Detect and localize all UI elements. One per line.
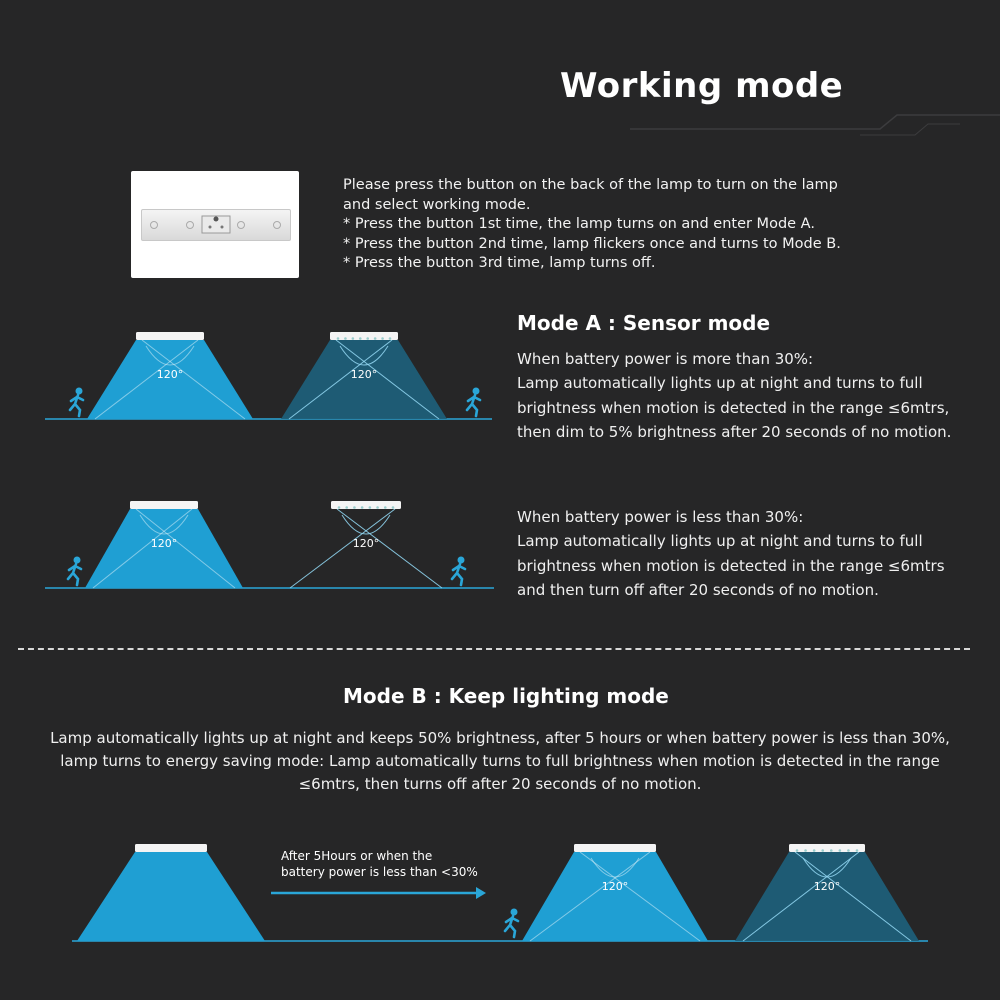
lamp-back-photo [131,171,299,278]
mode-a-above-30-desc: When battery power is more than 30%: Lam… [517,347,951,444]
arrow-label: After 5Hours or when the battery power i… [281,848,478,880]
led-dot [804,849,807,852]
beam-edge-line [288,339,393,420]
instructions: Please press the button on the back of t… [343,176,943,274]
led-dot [336,337,340,340]
running-person-icon [503,907,520,939]
led-dot [391,506,395,509]
running-person-icon [66,555,83,587]
led-dot [829,849,833,852]
led-dot [381,337,384,340]
beam-edge-line [742,851,860,942]
beam-edge-line [92,508,193,589]
instruction-line: * Press the button 2nd time, lamp flicke… [343,235,841,252]
arrow-label-line: After 5Hours or when the [281,849,433,863]
angle-label: 120° [157,368,184,381]
beam-edge-line [94,339,199,420]
angle-label: 120° [151,537,178,550]
led-dot [345,506,349,509]
angle-label: 120° [602,880,629,893]
angle-arc [339,345,389,366]
light-beam [87,340,253,419]
arrow-label-line: battery power is less than <30% [281,865,478,879]
title-decoration [630,114,1000,136]
led-dot [358,337,362,340]
led-dot [795,849,799,852]
desc-line: then dim to 5% brightness after 20 secon… [517,422,952,441]
beam-edge-line [335,339,440,420]
lamp-icon [330,332,398,340]
desc-line: ≤6mtrs, then turns off after 20 seconds … [298,775,702,793]
beam-edge-line [289,508,396,589]
instruction-line: * Press the button 3rd time, lamp turns … [343,255,656,272]
desc-line: brightness when motion is detected in th… [517,556,945,575]
led-dot [353,506,356,509]
beam-edge-line [579,851,701,942]
beam-edge-line [529,851,651,942]
desc-line: Lamp automatically lights up at night an… [50,729,950,747]
instruction-line: * Press the button 1st time, the lamp tu… [343,216,815,233]
lamp-icon [130,501,198,509]
beam-edge-line [336,508,443,589]
led-dot [376,506,379,509]
lamp-icon [331,501,401,509]
page-title: Working mode [560,66,844,106]
desc-line: When battery power is less than 30%: [517,508,804,526]
led-dot [368,506,372,509]
desc-line: brightness when motion is detected in th… [517,398,950,417]
led-dot [344,337,347,340]
lamp-icon [789,844,865,852]
desc-line: When battery power is more than 30%: [517,350,814,368]
led-dot [388,337,392,340]
light-beam [735,852,919,941]
desc-line: Lamp automatically lights up at night an… [517,532,923,551]
light-beam [281,340,447,419]
mode-a-title: Mode A : Sensor mode [517,311,771,335]
instruction-line: and select working mode. [343,196,531,213]
desc-line: and then turn off after 20 seconds of no… [517,580,879,599]
beam-edge-line [141,339,246,420]
lamp-back-details [150,215,281,234]
desc-line: lamp turns to energy saving mode: Lamp a… [60,752,940,770]
lamp-back-image [141,209,291,241]
instruction-line: Please press the button on the back of t… [343,177,838,193]
mode-a-below-30-desc: When battery power is less than 30%: Lam… [517,505,945,602]
mode-b-description: Lamp automatically lights up at night an… [20,727,980,796]
light-beam [77,852,265,941]
angle-arc [145,345,195,366]
led-dot [373,337,377,340]
angle-arc [139,514,189,535]
angle-arc [802,857,852,878]
lamp-icon [136,332,204,340]
led-dot [351,337,355,340]
section-divider [18,648,970,650]
angle-label: 120° [814,880,841,893]
angle-label: 120° [353,537,380,550]
beam-edge-line [135,508,236,589]
led-dot [847,849,850,852]
running-person-icon [465,386,482,418]
beam-edge-line [794,851,912,942]
light-beam [522,852,708,941]
running-person-icon [450,555,467,587]
desc-line: Lamp automatically lights up at night an… [517,374,923,393]
led-dot [821,849,825,852]
led-dot [838,849,842,852]
arrow-right-icon [476,887,486,899]
light-beam [85,509,243,588]
led-dot [366,337,370,340]
led-dot [383,506,387,509]
led-dot [812,849,816,852]
led-dot [360,506,364,509]
lamp-icon [135,844,207,852]
running-person-icon [68,386,85,418]
angle-label: 120° [351,368,378,381]
mode-b-title: Mode B : Keep lighting mode [343,684,669,708]
lamp-icon [574,844,656,852]
angle-arc [590,857,640,878]
angle-arc [341,514,391,535]
led-dot [855,849,859,852]
led-dot [337,506,341,509]
